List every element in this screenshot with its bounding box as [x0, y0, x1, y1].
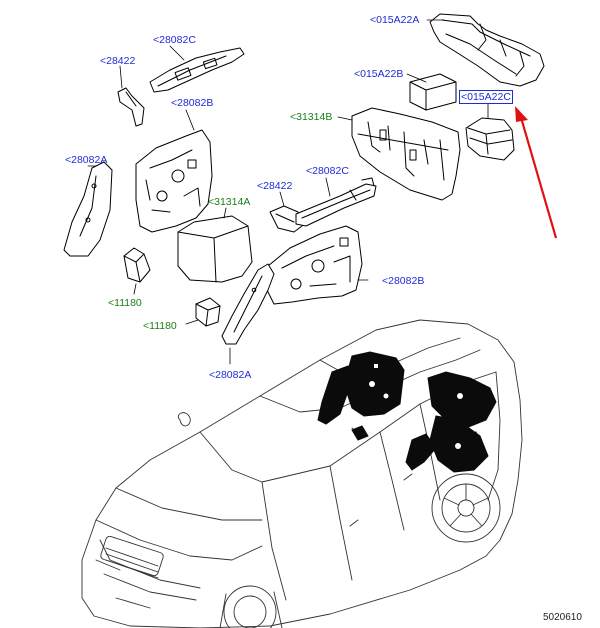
callout-015a22a[interactable]: <015A22A — [370, 14, 420, 26]
part-015a22a[interactable] — [429, 13, 545, 87]
installed-parts-highlight — [317, 351, 497, 473]
part-28082a-bottom[interactable] — [221, 263, 275, 345]
callout-28082b-left[interactable]: <28082B — [171, 97, 214, 109]
highlight-details — [369, 364, 463, 449]
callout-015a22b[interactable]: <015A22B — [354, 68, 404, 80]
part-28082c-top[interactable] — [149, 47, 245, 93]
callout-31314b[interactable]: <31314B — [290, 111, 333, 123]
leader-line — [119, 65, 123, 89]
red-pointer-arrow — [515, 106, 558, 239]
callout-11180-a[interactable]: <11180 — [108, 297, 142, 309]
part-11180-a[interactable] — [123, 247, 151, 283]
part-28082b-right[interactable] — [265, 225, 363, 305]
part-28422-top[interactable] — [117, 87, 145, 127]
callout-015a22c[interactable]: <015A22C — [459, 90, 513, 104]
leader-line — [406, 73, 427, 83]
figure-number: 5020610 — [543, 612, 582, 623]
callout-28422-top[interactable]: <28422 — [100, 55, 136, 67]
callout-28082a-left[interactable]: <28082A — [65, 154, 108, 166]
part-11180-b[interactable] — [195, 297, 221, 327]
part-28082c-mid[interactable] — [295, 177, 377, 227]
leader-line — [185, 109, 195, 131]
vehicle-outline — [81, 319, 523, 628]
callout-11180-b[interactable]: <11180 — [143, 320, 177, 332]
part-015a22c[interactable] — [465, 117, 515, 161]
callout-28082b-right[interactable]: <28082B — [382, 275, 425, 287]
callout-28082a-bottom[interactable]: <28082A — [209, 369, 252, 381]
callout-28082c-top[interactable]: <28082C — [153, 34, 196, 46]
callout-28422-mid[interactable]: <28422 — [257, 180, 293, 192]
callout-31314a[interactable]: <31314A — [208, 196, 251, 208]
leader-line — [185, 319, 199, 325]
part-31314b[interactable] — [351, 107, 461, 201]
part-31314a[interactable] — [177, 215, 253, 283]
leader-line — [337, 116, 353, 121]
leader-line — [223, 207, 227, 219]
leader-line — [279, 191, 285, 207]
part-28082b-left[interactable] — [135, 129, 213, 233]
leader-line — [133, 283, 137, 295]
leader-line — [169, 45, 185, 61]
callout-28082c-mid[interactable]: <28082C — [306, 165, 349, 177]
part-28082a-left[interactable] — [63, 161, 113, 257]
leader-line — [325, 177, 331, 197]
part-015a22b[interactable] — [409, 73, 457, 111]
